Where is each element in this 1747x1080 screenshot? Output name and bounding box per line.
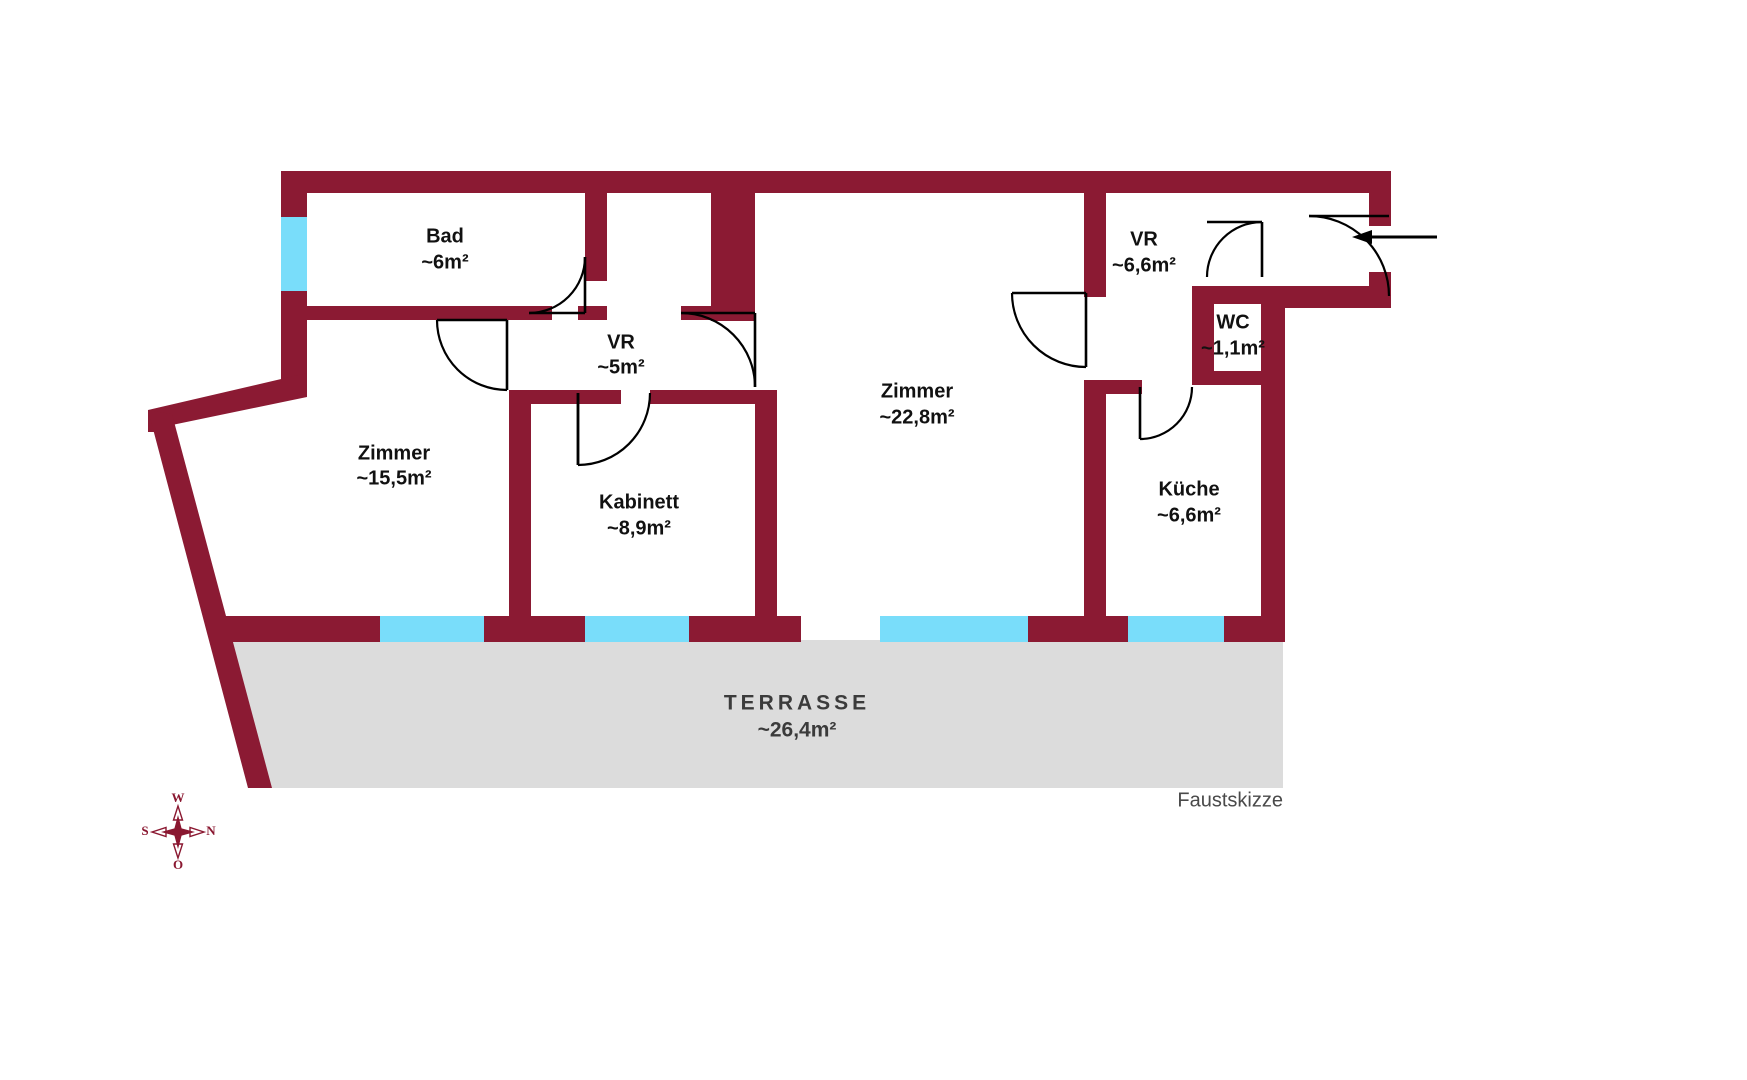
room-area-wc: ~1,1m² bbox=[1201, 337, 1265, 359]
compass-needle-left bbox=[149, 826, 167, 838]
window-bottom-2 bbox=[585, 616, 689, 642]
wall-diagonal-lower bbox=[148, 410, 272, 788]
terrace-slab bbox=[213, 640, 1283, 788]
room-area-kabinett: ~8,9m² bbox=[607, 517, 671, 539]
interior-walls bbox=[307, 171, 1285, 623]
room-label-kueche: Küche bbox=[1158, 478, 1219, 500]
compass-needle-right bbox=[189, 826, 207, 838]
room-labels: Bad ~6m² VR ~5m² Zimmer ~15,5m² Kabinett… bbox=[356, 225, 1265, 539]
compass-needle-bottom bbox=[172, 843, 184, 861]
window-bottom-3 bbox=[880, 616, 1028, 642]
compass-label-bottom: O bbox=[173, 857, 183, 872]
wall-kabinett-right bbox=[755, 390, 777, 622]
compass-needle-top bbox=[172, 803, 184, 821]
terrace-area-label: ~26,4m² bbox=[758, 719, 837, 742]
wall-vr-zimmer-thick bbox=[711, 171, 755, 321]
door-wc bbox=[1205, 220, 1264, 278]
room-label-kabinett: Kabinett bbox=[599, 491, 679, 513]
room-label-vr-left: VR bbox=[607, 331, 635, 353]
room-area-vr-left: ~5m² bbox=[597, 356, 645, 378]
room-label-vr-right: VR bbox=[1130, 228, 1158, 250]
wall-right-return bbox=[1261, 286, 1391, 308]
wall-left-jamb-top bbox=[281, 193, 307, 217]
door-zimmer-main-left bbox=[680, 311, 757, 388]
door-zimmer-main-right bbox=[1010, 291, 1088, 369]
room-label-zimmer-main: Zimmer bbox=[881, 380, 953, 402]
door-bad bbox=[528, 256, 587, 315]
compass-label-left: S bbox=[141, 823, 148, 838]
door-kueche bbox=[1138, 386, 1194, 441]
wall-diagonal-upper bbox=[148, 373, 307, 425]
wall-wc-top bbox=[1192, 286, 1276, 304]
room-area-zimmer-left: ~15,5m² bbox=[356, 467, 431, 489]
window-group-bottom bbox=[380, 616, 1224, 642]
compass-rose: W N O S bbox=[141, 790, 216, 872]
compass-label-right: N bbox=[206, 823, 216, 838]
wall-zimmer-vrright-upper bbox=[1084, 193, 1106, 297]
wall-kabinett-top-left bbox=[509, 390, 621, 404]
wall-bad-vr-vertical bbox=[585, 193, 607, 281]
wall-wc-bottom bbox=[1192, 371, 1285, 385]
wall-left-jamb-bottom bbox=[281, 291, 307, 387]
window-bottom-1 bbox=[380, 616, 484, 642]
entrance-arrow bbox=[1352, 230, 1437, 244]
room-area-bad: ~6m² bbox=[421, 251, 469, 273]
room-label-zimmer-left: Zimmer bbox=[358, 442, 430, 464]
room-area-kueche: ~6,6m² bbox=[1157, 504, 1221, 526]
wall-bottom-seg-1 bbox=[213, 616, 380, 642]
room-area-vr-right: ~6,6m² bbox=[1112, 254, 1176, 276]
wall-kabinett-top-right bbox=[650, 390, 763, 404]
room-label-wc: WC bbox=[1216, 311, 1249, 333]
wall-zimmer-kueche bbox=[1084, 393, 1106, 623]
terrace-area bbox=[213, 640, 1283, 788]
room-label-bad: Bad bbox=[426, 225, 464, 247]
wall-right-upper bbox=[1369, 171, 1391, 226]
wall-bottom-seg-5 bbox=[1224, 616, 1285, 642]
wall-bottom-seg-2 bbox=[484, 616, 585, 642]
window-left-exterior bbox=[281, 215, 307, 293]
exterior-walls bbox=[148, 171, 1391, 788]
wall-top-left bbox=[281, 171, 1111, 193]
terrace-labels: TERRASSE ~26,4m² bbox=[724, 692, 870, 742]
window-bottom-4 bbox=[1128, 616, 1224, 642]
terrace-label: TERRASSE bbox=[724, 692, 870, 715]
compass-label-top: W bbox=[172, 790, 185, 805]
door-zimmer-left bbox=[435, 318, 509, 392]
door-kabinett bbox=[576, 392, 652, 467]
compass-star bbox=[161, 815, 195, 849]
wall-top-right bbox=[1111, 171, 1391, 193]
wall-bad-bottom bbox=[307, 306, 552, 320]
sketch-caption: Faustskizze bbox=[1177, 789, 1283, 811]
wall-right-main bbox=[1261, 286, 1285, 642]
wall-kabinett-left bbox=[509, 390, 531, 622]
wall-bottom-seg-4 bbox=[1028, 616, 1128, 642]
wall-kueche-top-left bbox=[1084, 380, 1142, 394]
wall-wc-left bbox=[1192, 286, 1214, 382]
wall-bottom-seg-3 bbox=[689, 616, 801, 642]
room-area-zimmer-main: ~22,8m² bbox=[879, 406, 954, 428]
